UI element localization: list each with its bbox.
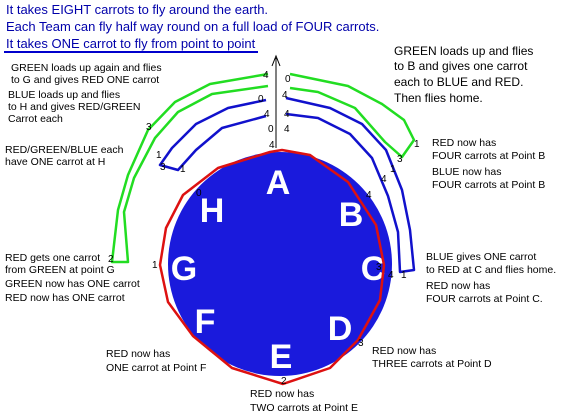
count-red-c: 4 (388, 270, 394, 281)
point-d: D (328, 310, 353, 348)
note-red-f-2: ONE carrot at Point F (106, 362, 206, 374)
header-line-2: Each Team can fly half way round on a fu… (6, 19, 379, 34)
header-line-1: It takes EIGHT carrots to fly around the… (6, 2, 268, 17)
note-blue-h-2: to H and gives RED/GREEN (8, 101, 140, 113)
note-red-b-2: FOUR carrots at Point B (432, 150, 545, 162)
note-red-d-1: RED now has (372, 345, 436, 357)
point-e: E (270, 338, 293, 376)
blue-team-route-west (158, 98, 267, 172)
count-blue-left-1: 1 (156, 150, 162, 161)
count-red-h: 1 (180, 164, 186, 175)
note-red-c-1: RED now has (426, 280, 490, 292)
count-mid-b: 4 (284, 124, 290, 135)
earth-circle (168, 152, 392, 376)
note-green-h-2: to G and gives RED ONE carrot (11, 74, 159, 86)
note-green-b-4: Then flies home. (394, 91, 483, 105)
count-red-d: 3 (358, 338, 364, 349)
green-team-route-east (289, 72, 416, 159)
point-b: B (339, 196, 364, 234)
count-mid-a: 4 (284, 109, 290, 120)
note-green-g-2: from GREEN at point G (5, 264, 115, 276)
count-red-top-c: 4 (269, 140, 275, 151)
note-green-b-2: to B and gives one carrot (394, 59, 528, 73)
note-blue-b-1: BLUE now has (432, 166, 501, 178)
count-green-left-3: 3 (146, 122, 152, 133)
count-blue-top-out: 4 (282, 90, 288, 101)
note-red-e-1: RED now has (250, 388, 314, 400)
note-red-c-2: FOUR carrots at Point C. (426, 293, 543, 305)
count-red-b: 4 (366, 190, 372, 201)
note-blue-c-1: BLUE gives ONE carrot (426, 251, 536, 263)
count-green-right-3: 3 (397, 154, 403, 165)
note-red-e-2: TWO carrots at Point E (250, 402, 358, 414)
note-blue-h-3: Carrot each (8, 113, 63, 125)
count-red-g: 1 (152, 260, 158, 271)
north-arrow-icon (271, 54, 281, 67)
red-team-route (158, 148, 386, 386)
count-red-top-a: 4 (264, 109, 270, 120)
point-g: G (171, 250, 197, 288)
green-team-route-west (110, 72, 269, 264)
note-red-f-1: RED now has (106, 348, 170, 360)
note-blue-c-2: to RED at C and flies home. (426, 264, 556, 276)
count-red-f: 0 (196, 188, 202, 199)
count-red-e: 2 (281, 376, 287, 387)
note-green-g-1: RED gets one carrot (5, 252, 100, 264)
note-green-g-4: RED now has ONE carrot (5, 292, 125, 304)
note-all-h-1: RED/GREEN/BLUE each (5, 144, 124, 156)
note-green-g-3: GREEN now has ONE carrot (5, 278, 140, 290)
count-blue-b: 4 (381, 174, 387, 185)
count-green-top-out: 0 (285, 74, 291, 85)
count-blue-top-in: 0 (258, 94, 264, 105)
note-green-h-1: GREEN loads up again and flies (11, 62, 162, 74)
note-red-b-1: RED now has (432, 137, 496, 149)
note-green-b-1: GREEN loads up and flies (394, 44, 533, 58)
point-h: H (200, 192, 225, 230)
count-blue-right-1: 1 (390, 164, 396, 175)
point-f: F (195, 303, 216, 341)
header-line-3: It takes ONE carrot to fly from point to… (6, 36, 256, 51)
blue-team-route-east (285, 96, 416, 274)
note-red-d-2: THREE carrots at Point D (372, 358, 492, 370)
note-blue-h-1: BLUE loads up and flies (8, 89, 120, 101)
count-blue-left-3: 3 (160, 162, 166, 173)
point-a: A (266, 164, 291, 202)
count-green-right-1: 1 (414, 139, 420, 150)
note-all-h-2: have ONE carrot at H (5, 156, 105, 168)
count-green-top-in: 4 (263, 70, 269, 81)
note-green-b-3: each to BLUE and RED. (394, 75, 523, 89)
count-blue-c: 3 (376, 262, 382, 273)
count-blue-c2: 1 (401, 270, 407, 281)
note-blue-b-2: FOUR carrots at Point B (432, 179, 545, 191)
count-green-left-2: 2 (108, 254, 114, 265)
count-red-top-b: 0 (268, 124, 274, 135)
